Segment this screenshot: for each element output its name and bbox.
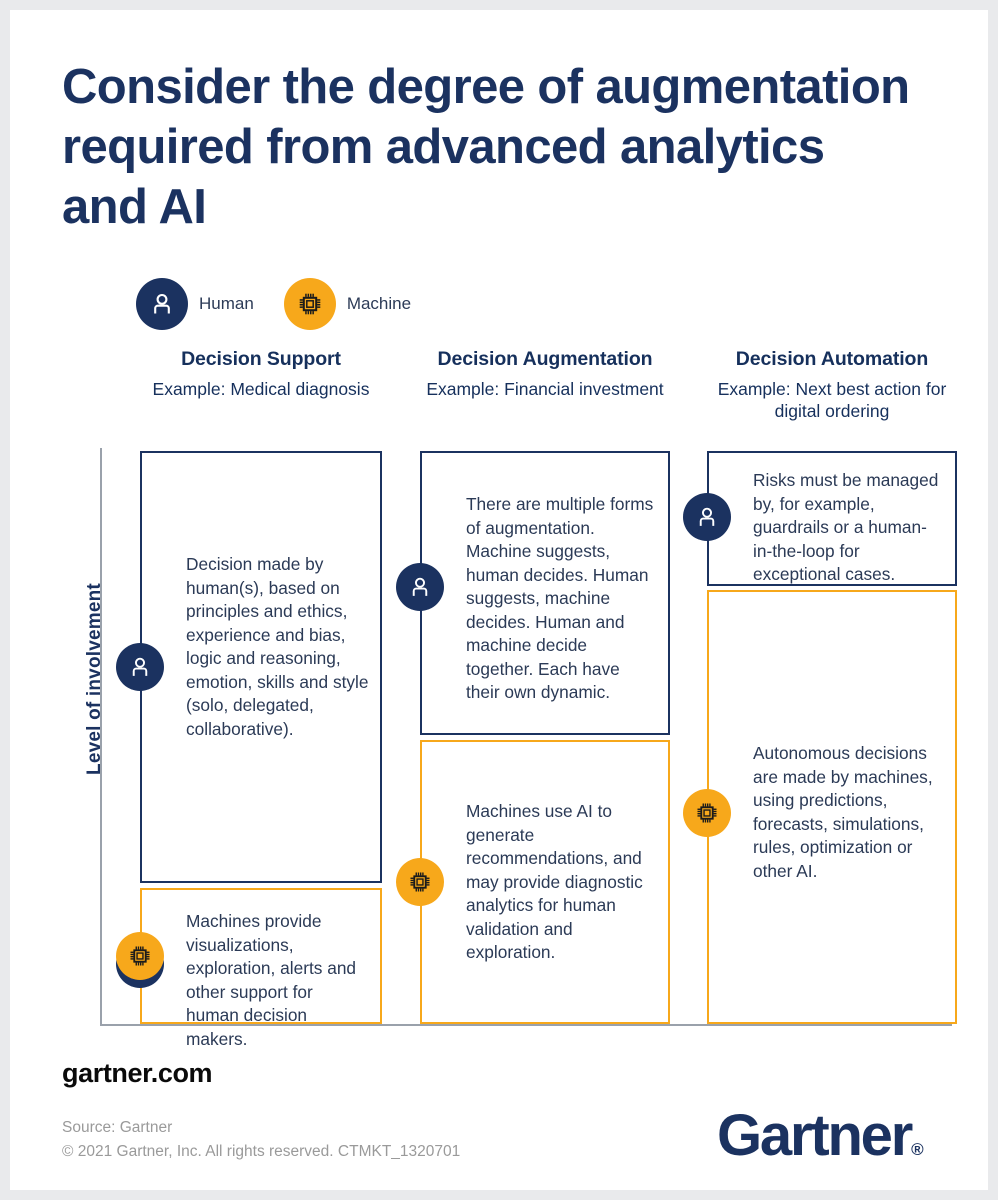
gartner-logo: Gartner® xyxy=(717,1102,924,1169)
column-example: Example: Financial investment xyxy=(426,379,664,399)
machine-badge-col2 xyxy=(396,858,444,906)
column-example: Example: Medical diagnosis xyxy=(152,379,370,399)
column-title: Decision Support xyxy=(181,348,341,370)
x-axis-line xyxy=(100,1024,952,1026)
human-box: There are multiple forms of augmentation… xyxy=(420,451,670,735)
page-title: Consider the degree of augmentation requ… xyxy=(62,60,910,234)
column-example: Example: Next best action for digital or… xyxy=(717,379,947,422)
human-badge-col1 xyxy=(116,643,164,691)
machine-badge-col3 xyxy=(683,789,731,837)
column-title: Decision Augmentation xyxy=(437,348,653,370)
human-box-text: Risks must be managed by, for example, g… xyxy=(753,470,939,585)
human-icon xyxy=(136,278,188,330)
column-header: Decision Support Example: Medical diagno… xyxy=(140,348,382,400)
machine-box-text: Machines provide visualizations, explora… xyxy=(186,911,357,1049)
legend-item-machine: Machine xyxy=(283,278,412,330)
chart-area: Level of involvement Decision Support Ex… xyxy=(62,348,957,1049)
column-title: Decision Automation xyxy=(735,348,929,370)
human-box-text: Decision made by human(s), based on prin… xyxy=(186,554,369,739)
machine-box: Machines provide visualizations, explora… xyxy=(140,888,382,1049)
infographic-card: Consider the degree of augmentation requ… xyxy=(10,10,988,1190)
column-decision-augmentation: Decision Augmentation Example: Financial… xyxy=(420,348,670,1038)
human-badge-col2 xyxy=(396,563,444,611)
human-icon xyxy=(683,493,731,541)
machine-box: Machines use AI to generate recommendati… xyxy=(420,740,670,1024)
source-block: Source: Gartner © 2021 Gartner, Inc. All… xyxy=(62,1116,460,1163)
machine-chip-icon xyxy=(116,932,164,980)
gartner-logo-text: Gartner xyxy=(717,1103,913,1168)
y-axis-line xyxy=(100,448,102,1026)
gartner-com-link[interactable]: gartner.com xyxy=(62,1058,213,1088)
machine-chip-icon xyxy=(683,789,731,837)
column-decision-support: Decision Support Example: Medical diagno… xyxy=(116,348,382,1049)
human-icon xyxy=(396,563,444,611)
legend-label-human: Human xyxy=(199,294,254,313)
legend-label-machine: Machine xyxy=(346,294,412,313)
y-axis-label: Level of involvement xyxy=(84,583,105,775)
column-decision-automation: Decision Automation Example: Next best a… xyxy=(707,348,957,1038)
machine-chip-icon xyxy=(283,278,336,330)
machine-badge-col1 xyxy=(116,932,164,980)
human-box-text: There are multiple forms of augmentation… xyxy=(466,494,654,703)
machine-chip-icon xyxy=(396,858,444,906)
registered-mark: ® xyxy=(911,1140,924,1159)
human-icon xyxy=(116,643,164,691)
copyright-line: © 2021 Gartner, Inc. All rights reserved… xyxy=(62,1142,461,1160)
column-header: Decision Automation Example: Next best a… xyxy=(707,348,957,423)
machine-box-text: Autonomous decisions are made by machine… xyxy=(753,743,933,881)
source-line: Source: Gartner xyxy=(62,1119,173,1136)
legend-item-human: Human xyxy=(136,278,254,330)
human-box: Decision made by human(s), based on prin… xyxy=(140,451,382,883)
machine-box: Autonomous decisions are made by machine… xyxy=(707,590,957,1024)
legend: Human xyxy=(136,278,411,330)
human-box: Risks must be managed by, for example, g… xyxy=(707,451,957,586)
column-header: Decision Augmentation Example: Financial… xyxy=(420,348,670,400)
machine-box-text: Machines use AI to generate recommendati… xyxy=(466,801,643,963)
human-badge-col3 xyxy=(683,493,731,541)
